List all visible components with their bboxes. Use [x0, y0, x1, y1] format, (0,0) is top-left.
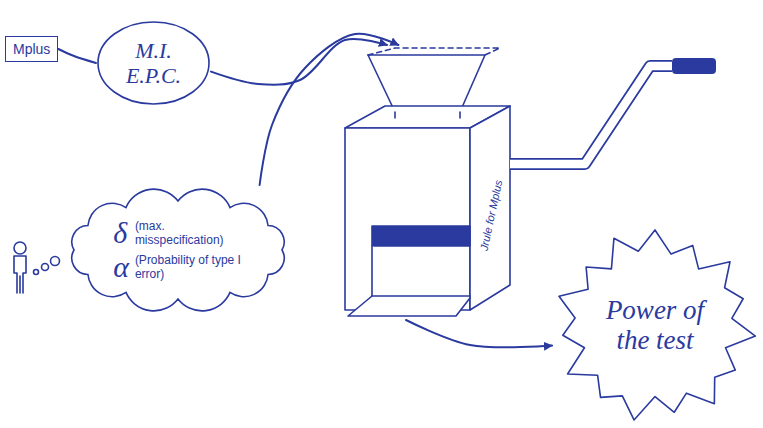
text-group: M.I. E.P.C. — [118, 38, 190, 89]
hopper-neck — [395, 112, 460, 118]
thought-dot — [51, 257, 60, 266]
crank-arm-inner — [510, 66, 672, 164]
flow-arrow — [58, 49, 96, 63]
text-group: Mplus — [13, 40, 50, 58]
thought-dot — [34, 270, 39, 275]
output-slot — [372, 226, 470, 246]
person-body — [14, 256, 26, 293]
parameter-symbol: α — [113, 252, 129, 282]
machine-side — [470, 106, 510, 310]
node-outline — [58, 185, 298, 315]
parameter-symbol: δ — [113, 218, 129, 248]
thought-dot — [42, 264, 49, 271]
parameter-note: (Probability of type I error) — [135, 253, 243, 282]
bubble-outline — [98, 22, 209, 104]
jrule-machine: Jrule for Mplus — [330, 45, 520, 320]
hopper-back — [368, 48, 500, 55]
power-starburst: Power of the test — [552, 228, 758, 424]
person-head — [14, 242, 26, 254]
parameter-note: (max. misspecification) — [135, 219, 243, 248]
speech-bubble: M.I. E.P.C. — [96, 20, 211, 106]
flow-arrow — [260, 34, 399, 185]
crank-arm — [510, 66, 672, 164]
hopper-front — [368, 55, 485, 112]
cloud-outline — [72, 189, 284, 311]
thought-cloud: δ(max. misspecification)α(Probability of… — [58, 185, 298, 315]
starburst-outline — [559, 230, 755, 420]
node-label: Mplus — [13, 41, 50, 57]
node-label: M.I. E.P.C. — [126, 38, 181, 88]
crank-handle — [672, 58, 716, 74]
tray-edge — [372, 295, 470, 297]
flow-arrow — [211, 39, 387, 85]
node-label: Power of the test — [606, 295, 704, 355]
text-group: Power of the test — [605, 296, 705, 355]
node-label: Jrule for Mplus — [478, 179, 505, 252]
software-box: Mplus — [5, 36, 58, 62]
flow-arrow — [406, 320, 552, 347]
text-group: δ(max. misspecification)α(Probability of… — [113, 218, 243, 282]
text-group: Jrule for Mplus — [474, 178, 507, 252]
output-tray — [348, 246, 470, 316]
